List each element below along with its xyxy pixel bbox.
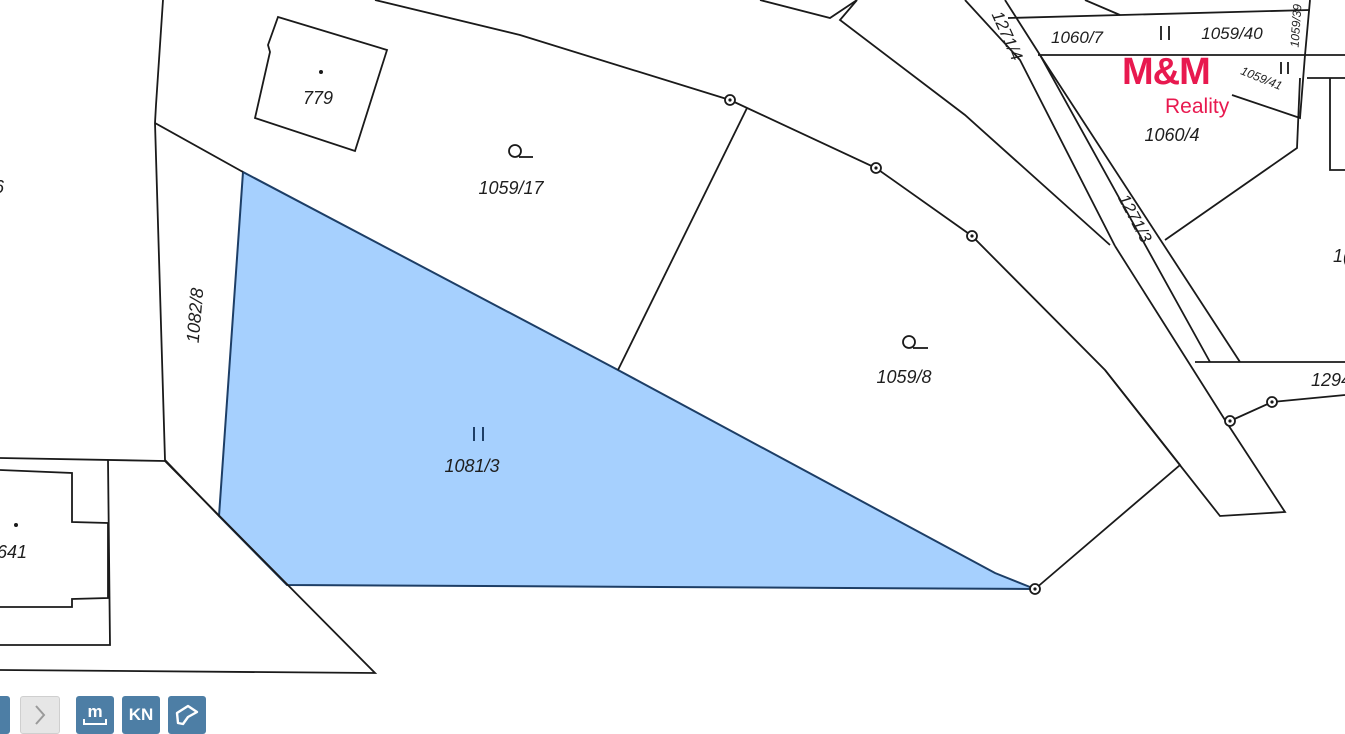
parcel-label-1059-17: 1059/17 bbox=[478, 178, 544, 198]
parcel-label-1271-4: 1271/4 bbox=[988, 8, 1027, 63]
ruler-m-icon: m bbox=[83, 702, 107, 725]
arable-symbol-1081-3 bbox=[473, 427, 484, 441]
parcel-label-1059-40: 1059/40 bbox=[1201, 24, 1263, 43]
parcel-label-1059-8: 1059/8 bbox=[876, 367, 931, 387]
polygon-button[interactable] bbox=[168, 696, 206, 734]
garden-symbol-1059-17 bbox=[508, 144, 533, 158]
mm-reality-logo: M&M Reality bbox=[1122, 52, 1240, 122]
prev-button[interactable] bbox=[0, 696, 10, 734]
parcel-label-1081-3: 1081/3 bbox=[444, 456, 499, 476]
measure-button[interactable]: m bbox=[76, 696, 114, 734]
chevron-right-icon bbox=[35, 705, 46, 725]
next-button[interactable] bbox=[20, 696, 60, 734]
logo-mark: M&M bbox=[1122, 51, 1211, 93]
parcel-label-1082-8: 1082/8 bbox=[183, 287, 208, 344]
polygon-icon bbox=[175, 704, 199, 726]
arable-symbol-1059-40 bbox=[1160, 26, 1170, 40]
parcel-boundaries bbox=[0, 0, 1345, 674]
parcel-label-1060-4: 1060/4 bbox=[1144, 125, 1199, 145]
kn-icon: KN bbox=[128, 705, 154, 724]
parcel-label-1294: 1294 bbox=[1311, 370, 1345, 390]
parcel-label-1271-3: 1271/3 bbox=[1114, 191, 1155, 246]
garden-symbol-1059-8 bbox=[902, 335, 928, 349]
parcel-label-1060-7: 1060/7 bbox=[1051, 28, 1104, 47]
arable-symbol-1059-41 bbox=[1280, 62, 1289, 74]
parcel-label-641: 641 bbox=[0, 542, 27, 562]
parcel-label-1059-41: 1059/41 bbox=[1239, 64, 1284, 93]
survey-points bbox=[724, 94, 1278, 595]
parcel-label-edge-right: 1( bbox=[1333, 246, 1345, 266]
parcel-label-1059-39: 1059/39 bbox=[1288, 3, 1305, 48]
svg-text:m: m bbox=[87, 702, 102, 721]
map-toolbar: m KN bbox=[0, 696, 230, 734]
logo-subtitle: Reality bbox=[1165, 95, 1230, 118]
parcel-label-edge-left: 6 bbox=[0, 177, 5, 197]
kn-button[interactable]: KN bbox=[122, 696, 160, 734]
parcel-label-779: 779 bbox=[303, 88, 333, 108]
